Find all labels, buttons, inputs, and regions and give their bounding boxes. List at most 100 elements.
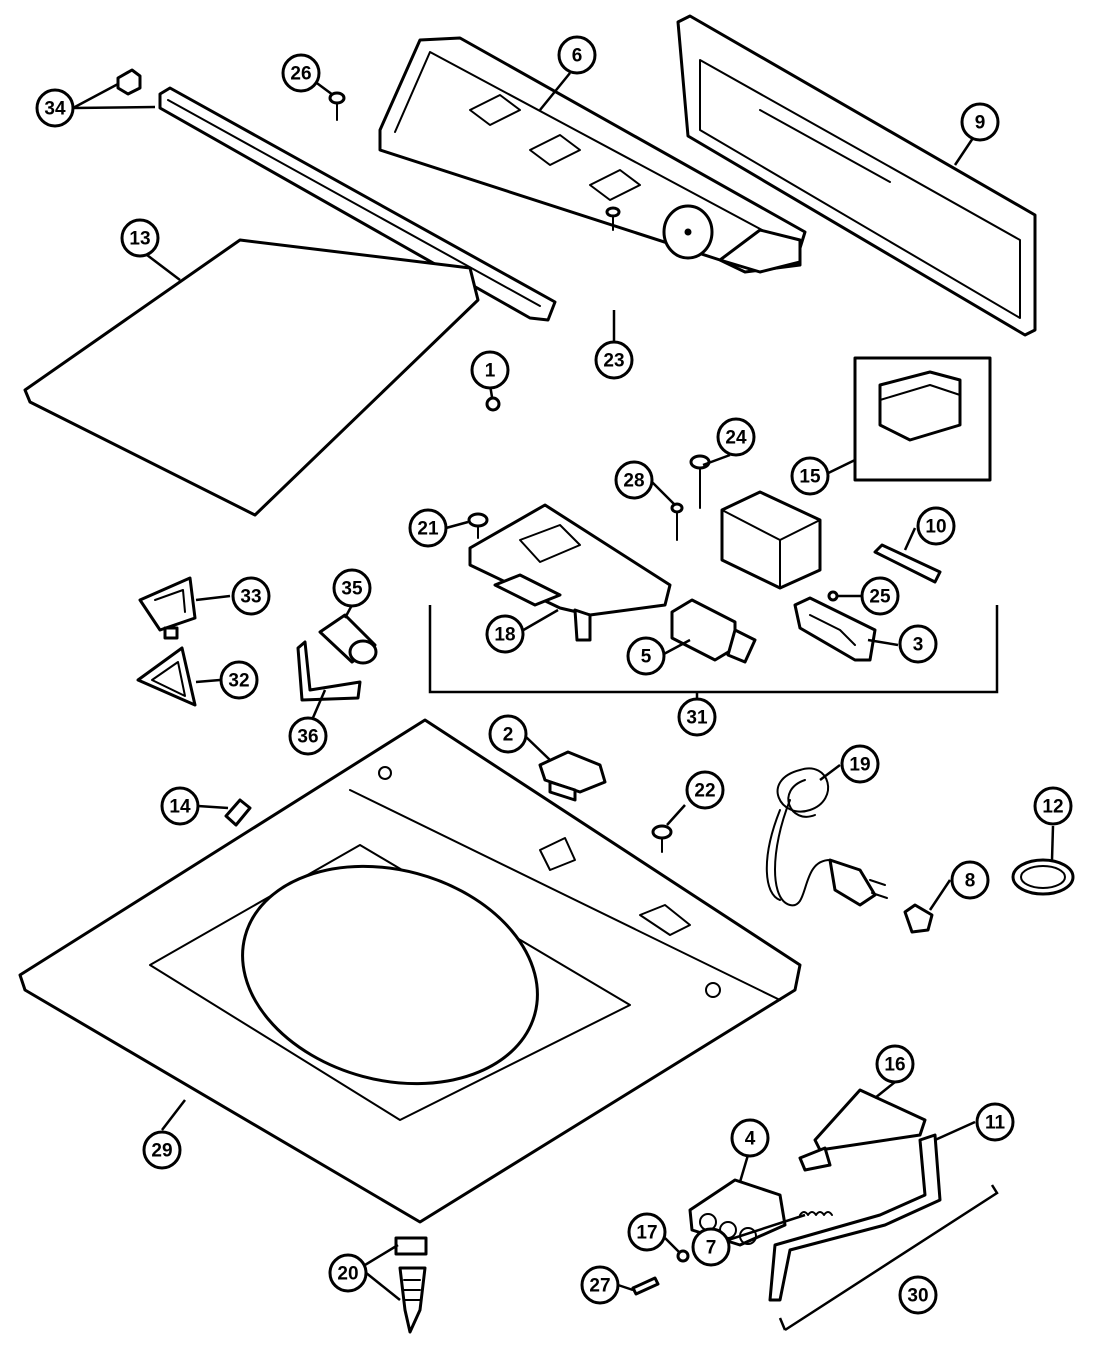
part-14-plug (224, 798, 252, 827)
part-23-screw (605, 206, 621, 231)
callout-28: 28 (614, 460, 654, 500)
callout-label: 32 (228, 671, 249, 692)
callout-label: 4 (745, 1129, 756, 1150)
part-1-bumper (485, 396, 501, 412)
callout-circle (898, 1275, 938, 1315)
callout-label: 20 (337, 1264, 358, 1285)
callout-circle (1033, 786, 1073, 826)
callout-label: 29 (151, 1141, 172, 1162)
callout-label: 26 (290, 64, 311, 85)
callout-9: 9 (960, 102, 1000, 142)
part-34-end-cap (116, 68, 142, 96)
part-11-lever (768, 1133, 942, 1302)
callout-circle (488, 714, 528, 754)
callout-circle (716, 417, 756, 457)
part-3-bracket (793, 596, 877, 662)
part-15-module-inset (853, 356, 992, 482)
callout-12: 12 (1033, 786, 1073, 826)
callout-18: 18 (485, 614, 525, 654)
callout-circle (916, 506, 956, 546)
callout-19: 19 (840, 744, 880, 784)
callout-2: 2 (488, 714, 528, 754)
callout-circle (840, 744, 880, 784)
callout-label: 13 (129, 229, 150, 250)
callout-label: 8 (965, 871, 976, 892)
callout-circle (691, 1227, 731, 1267)
part-21-screw (467, 512, 489, 539)
part-20-clip (394, 1236, 428, 1256)
callout-29: 29 (142, 1130, 182, 1170)
part-29-top-panel (18, 718, 802, 1224)
callout-circle (288, 716, 328, 756)
callout-label: 33 (240, 587, 261, 608)
callout-26: 26 (281, 53, 321, 93)
callout-5: 5 (626, 636, 666, 676)
callout-circle (950, 860, 990, 900)
callout-31: 31 (677, 697, 717, 737)
part-6-control-console (378, 36, 807, 274)
callout-label: 9 (975, 113, 986, 134)
callout-circle (557, 35, 597, 75)
part-22-screw (651, 824, 673, 853)
callout-label: 2 (503, 725, 514, 746)
callout-15: 15 (790, 456, 830, 496)
callout-label: 16 (884, 1055, 905, 1076)
callout-label: 34 (44, 99, 66, 120)
callout-label: 30 (907, 1286, 928, 1307)
callout-circle (875, 1044, 915, 1084)
part-20-screw (398, 1266, 427, 1334)
callout-label: 28 (623, 471, 644, 492)
part-25-screw (827, 590, 839, 602)
part-9-back-panel (676, 14, 1037, 337)
callout-3: 3 (898, 624, 938, 664)
callout-32: 32 (219, 660, 259, 700)
callout-label: 23 (603, 351, 624, 372)
callout-circle (860, 576, 900, 616)
callout-label: 12 (1042, 797, 1063, 818)
callout-label: 17 (636, 1223, 657, 1244)
part-7-spring (799, 1211, 833, 1216)
callout-17: 17 (627, 1212, 667, 1252)
callout-24: 24 (716, 417, 756, 457)
callout-circle (120, 218, 160, 258)
callout-circle (790, 456, 830, 496)
callout-circle (960, 102, 1000, 142)
part-8-grommet (903, 903, 934, 934)
callout-circle (614, 460, 654, 500)
callout-circle (231, 576, 271, 616)
callout-circle (975, 1102, 1015, 1142)
part-18-bracket (468, 503, 672, 642)
callout-circle (332, 568, 372, 608)
callout-14: 14 (160, 786, 200, 826)
callout-label: 36 (297, 727, 318, 748)
callout-label: 18 (494, 625, 515, 646)
callout-circle (470, 350, 510, 390)
callout-16: 16 (875, 1044, 915, 1084)
part-5-switch (670, 598, 757, 664)
callout-20: 20 (328, 1253, 368, 1293)
part-36-bracket (296, 640, 362, 702)
callout-label: 19 (849, 755, 870, 776)
callout-label: 31 (686, 708, 708, 729)
part-hinge-strip (158, 86, 557, 322)
part-26-screw (328, 91, 346, 121)
callout-label: 35 (341, 579, 363, 600)
part-35-roller (318, 613, 378, 665)
callout-label: 27 (589, 1276, 610, 1297)
callout-36: 36 (288, 716, 328, 756)
part-33-triangle-knob (138, 576, 197, 640)
callout-circle (219, 660, 259, 700)
callout-circle (627, 1212, 667, 1252)
callout-label: 25 (869, 587, 891, 608)
leader-lines (72, 72, 1055, 1301)
callout-34: 34 (35, 88, 75, 128)
callout-label: 7 (706, 1238, 717, 1259)
callout-circle (677, 697, 717, 737)
callout-label: 24 (725, 428, 747, 449)
part-30-group-bracket (778, 1184, 999, 1332)
callout-circle (408, 508, 448, 548)
callout-label: 3 (913, 635, 924, 656)
callout-35: 35 (332, 568, 372, 608)
callout-23: 23 (594, 340, 634, 380)
